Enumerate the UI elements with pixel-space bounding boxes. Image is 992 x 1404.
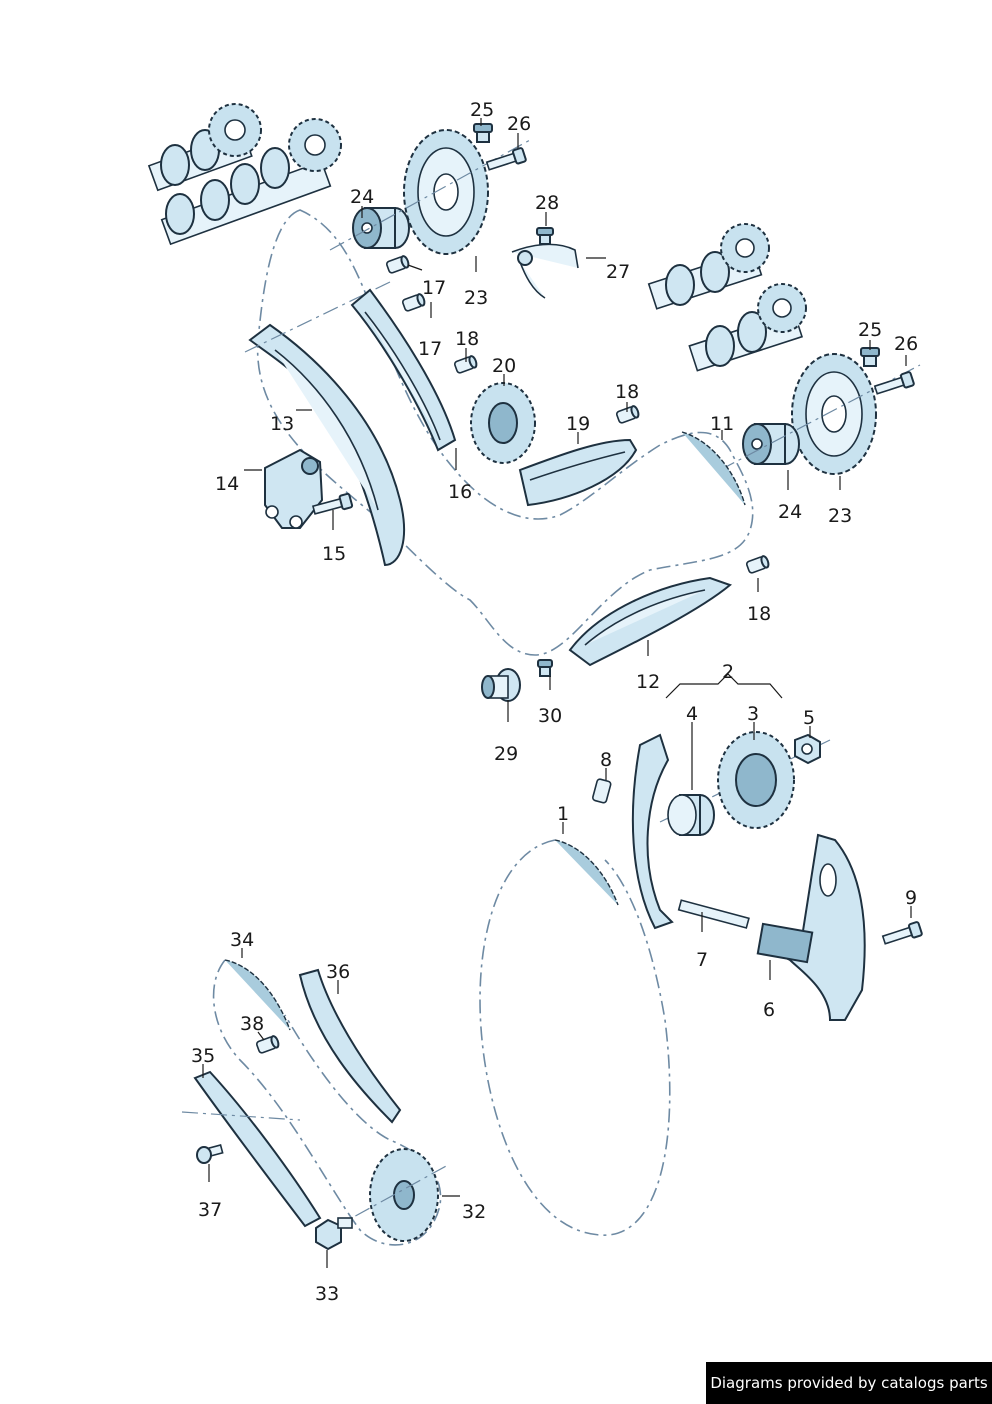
callout-18-a: 18 [455, 328, 479, 350]
camshaft-lower-left [160, 118, 342, 246]
camshaft-sprocket-left-icon [403, 129, 489, 255]
callout-27: 27 [606, 261, 630, 283]
callout-23-left: 23 [464, 287, 488, 309]
sprocket-32-icon [369, 1148, 439, 1242]
bolt-26-right [872, 370, 916, 398]
leader-lines [202, 118, 912, 1268]
upper-chain-path [256, 209, 754, 656]
callout-28: 28 [535, 192, 559, 214]
nut-5 [794, 733, 821, 765]
lower-left-chain-path [212, 959, 442, 1246]
bolt-25-right [860, 347, 880, 367]
camshaft-hub-right [742, 423, 800, 465]
callout-13: 13 [270, 413, 294, 435]
pin-8 [592, 778, 612, 804]
callout-26-left: 26 [507, 113, 531, 135]
guide-rail-12 [568, 576, 732, 667]
callout-33: 33 [315, 1283, 339, 1305]
guide-rail-36 [298, 968, 402, 1124]
chain-34 [224, 959, 291, 1031]
tensioner-rail-7 [631, 733, 750, 930]
guide-rail-16 [350, 288, 457, 452]
bolt-9 [880, 920, 924, 948]
bushing-4 [667, 794, 715, 836]
bolt-33 [315, 1217, 353, 1251]
callout-37: 37 [198, 1199, 222, 1221]
chain-guide-19 [518, 438, 638, 507]
idler-29 [481, 668, 521, 702]
callout-24-right: 24 [778, 501, 802, 523]
bolt-26-left [484, 146, 528, 174]
callout-15: 15 [322, 543, 346, 565]
tensioner-6 [756, 833, 866, 1021]
footer-text: Diagrams provided by catalogs parts [710, 1374, 988, 1392]
tensioner-rail-35 [193, 1070, 322, 1228]
bolt-28 [536, 227, 554, 245]
timing-chain-1 [554, 839, 619, 906]
callout-26-right: 26 [894, 333, 918, 355]
callout-30: 30 [538, 705, 562, 727]
callout-19: 19 [566, 413, 590, 435]
intermediate-sprocket-20-icon [470, 382, 536, 464]
callout-11: 11 [710, 413, 734, 435]
timing-chain-11 [681, 431, 746, 506]
callout-24-left: 24 [350, 186, 374, 208]
callout-8: 8 [600, 749, 612, 771]
callout-38: 38 [240, 1013, 264, 1035]
callout-25-right: 25 [858, 319, 882, 341]
pin-18-c [744, 554, 771, 575]
callout-5: 5 [803, 707, 815, 729]
callouts: 25 26 24 28 27 17 23 17 18 20 25 26 18 1… [191, 99, 918, 1305]
oil-jet-27 [511, 243, 579, 299]
callout-7: 7 [696, 949, 708, 971]
callout-18-c: 18 [747, 603, 771, 625]
callout-20: 20 [492, 355, 516, 377]
bolt-37 [196, 1144, 224, 1164]
camshaft-sprocket-right-icon [791, 353, 877, 475]
callout-25-left: 25 [470, 99, 494, 121]
camshaft-lower-right [688, 283, 807, 372]
pin-38 [254, 1034, 281, 1055]
callout-16: 16 [448, 481, 472, 503]
callout-6: 6 [763, 999, 775, 1021]
callout-18-b: 18 [615, 381, 639, 403]
callout-12: 12 [636, 671, 660, 693]
callout-3: 3 [747, 703, 759, 725]
callout-36: 36 [326, 961, 350, 983]
callout-9: 9 [905, 887, 917, 909]
sprocket-3-icon [717, 731, 795, 829]
camshaft-upper-right [647, 223, 770, 310]
bolt-30 [537, 659, 553, 677]
guide-rail-13 [248, 323, 406, 567]
pin-17-a [384, 254, 411, 275]
camshaft-upper-left [147, 103, 262, 192]
pin-18-b [614, 404, 641, 425]
bolt-25-left [473, 123, 493, 143]
callout-35: 35 [191, 1045, 215, 1067]
callout-34: 34 [230, 929, 254, 951]
callout-32: 32 [462, 1201, 486, 1223]
callout-23-right: 23 [828, 505, 852, 527]
callout-4: 4 [686, 703, 698, 725]
callout-1: 1 [557, 803, 569, 825]
callout-14: 14 [215, 473, 239, 495]
callout-29: 29 [494, 743, 518, 765]
callout-2: 2 [722, 661, 734, 683]
callout-17-b: 17 [418, 338, 442, 360]
chain-tensioner-14 [264, 448, 324, 529]
lower-chain-path [479, 839, 671, 1236]
footer-credit: Diagrams provided by catalogs parts [706, 1362, 992, 1404]
callout-17-a: 17 [422, 277, 446, 299]
